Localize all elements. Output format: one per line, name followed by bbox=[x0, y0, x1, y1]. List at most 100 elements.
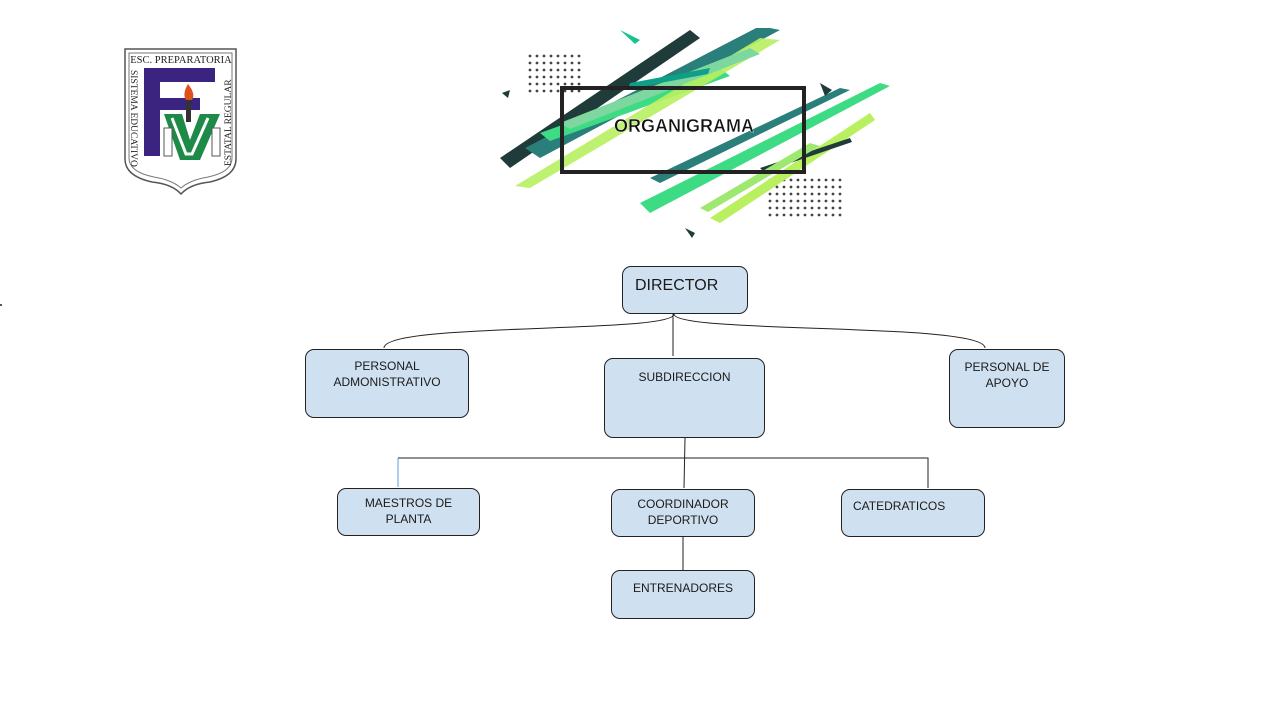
banner-dot bbox=[542, 54, 546, 58]
node-catedraticos: CATEDRATICOS bbox=[841, 489, 985, 537]
banner-dot bbox=[817, 192, 821, 196]
banner-dot bbox=[817, 213, 821, 217]
banner-dot bbox=[768, 206, 772, 210]
logo-monogram bbox=[144, 68, 215, 156]
banner-dot bbox=[782, 206, 786, 210]
node-coordinador-deportivo-line1: COORDINADOR bbox=[637, 497, 729, 511]
banner-dot bbox=[817, 206, 821, 210]
node-personal-apoyo: PERSONAL DE APOYO bbox=[949, 349, 1065, 428]
banner-dot bbox=[570, 82, 574, 86]
banner-dot bbox=[775, 213, 779, 217]
banner-dot bbox=[782, 185, 786, 189]
banner-dot bbox=[577, 61, 581, 65]
node-coordinador-deportivo: COORDINADOR DEPORTIVO bbox=[611, 489, 755, 537]
banner-dot bbox=[810, 192, 814, 196]
node-subdireccion: SUBDIRECCION bbox=[604, 358, 765, 438]
banner-dot bbox=[789, 199, 793, 203]
banner-dot bbox=[803, 178, 807, 182]
banner-dot bbox=[796, 206, 800, 210]
banner-dot bbox=[542, 82, 546, 86]
banner-dot bbox=[535, 61, 539, 65]
banner-dot bbox=[542, 68, 546, 72]
banner-dot bbox=[817, 178, 821, 182]
banner-dot bbox=[577, 68, 581, 72]
banner-dot bbox=[824, 185, 828, 189]
banner-dot bbox=[789, 206, 793, 210]
banner-dot bbox=[549, 54, 553, 58]
banner-dot bbox=[831, 178, 835, 182]
banner-dot bbox=[577, 75, 581, 79]
banner-dot bbox=[549, 61, 553, 65]
node-coordinador-deportivo-line2: DEPORTIVO bbox=[647, 513, 719, 527]
banner-dot bbox=[817, 199, 821, 203]
banner-dot bbox=[556, 75, 560, 79]
banner-dot bbox=[556, 54, 560, 58]
banner-dot bbox=[838, 206, 842, 210]
node-personal-administrativo-line1: PERSONAL bbox=[354, 359, 420, 373]
banner-dot bbox=[838, 192, 842, 196]
logo-top-text: ESC. PREPARATORIA bbox=[130, 55, 232, 66]
banner-dot bbox=[789, 185, 793, 189]
banner-dot bbox=[810, 213, 814, 217]
banner-dot bbox=[577, 89, 581, 93]
node-personal-administrativo-line2: ADMONISTRATIVO bbox=[333, 375, 441, 389]
banner-dot bbox=[570, 89, 574, 93]
banner-dot bbox=[528, 54, 532, 58]
banner-dot bbox=[810, 178, 814, 182]
banner-dot bbox=[831, 185, 835, 189]
banner-dot bbox=[570, 61, 574, 65]
banner-dot bbox=[810, 199, 814, 203]
banner-dot bbox=[775, 192, 779, 196]
banner-dot bbox=[549, 68, 553, 72]
banner-dot bbox=[528, 75, 532, 79]
banner-dot bbox=[549, 89, 553, 93]
banner-dot bbox=[577, 82, 581, 86]
banner-dot bbox=[796, 199, 800, 203]
banner-dot bbox=[556, 61, 560, 65]
banner-dot bbox=[803, 213, 807, 217]
banner-dot bbox=[549, 82, 553, 86]
banner-dot bbox=[563, 54, 567, 58]
banner-dot bbox=[775, 199, 779, 203]
node-subdireccion-label: SUBDIRECCION bbox=[638, 370, 731, 384]
banner-dot bbox=[535, 82, 539, 86]
banner-dot bbox=[803, 192, 807, 196]
banner-dot bbox=[775, 185, 779, 189]
banner-dot bbox=[556, 68, 560, 72]
node-entrenadores-label: ENTRENADORES bbox=[632, 581, 733, 595]
banner-dot bbox=[563, 61, 567, 65]
banner-dot bbox=[824, 199, 828, 203]
banner-dot bbox=[563, 75, 567, 79]
banner-dot bbox=[831, 199, 835, 203]
banner-dot bbox=[796, 185, 800, 189]
node-maestros-planta-line1: MAESTROS DE bbox=[364, 496, 453, 510]
banner-dot bbox=[796, 213, 800, 217]
banner-dot bbox=[824, 178, 828, 182]
banner-dot bbox=[535, 89, 539, 93]
banner-dot bbox=[556, 82, 560, 86]
banner-dot bbox=[831, 206, 835, 210]
banner-dot bbox=[542, 61, 546, 65]
banner-dot bbox=[556, 89, 560, 93]
banner-dot bbox=[535, 75, 539, 79]
banner-dot bbox=[831, 213, 835, 217]
banner-dot bbox=[768, 213, 772, 217]
logo-right-text: ESTATAL REGULAR bbox=[224, 79, 234, 166]
banner-dot bbox=[789, 178, 793, 182]
banner-dot bbox=[535, 54, 539, 58]
banner-dot bbox=[577, 54, 581, 58]
banner-dot bbox=[803, 206, 807, 210]
banner-dot bbox=[831, 192, 835, 196]
banner-dot bbox=[563, 89, 567, 93]
banner-dot bbox=[803, 199, 807, 203]
banner-dot bbox=[528, 61, 532, 65]
node-personal-apoyo-line1: PERSONAL DE bbox=[964, 360, 1050, 374]
banner-dot bbox=[824, 192, 828, 196]
banner-dot bbox=[782, 199, 786, 203]
banner-dot bbox=[768, 199, 772, 203]
stray-mark bbox=[0, 304, 2, 306]
banner-dot bbox=[803, 185, 807, 189]
banner-dot bbox=[796, 178, 800, 182]
node-maestros-planta: MAESTROS DE PLANTA bbox=[337, 488, 480, 536]
